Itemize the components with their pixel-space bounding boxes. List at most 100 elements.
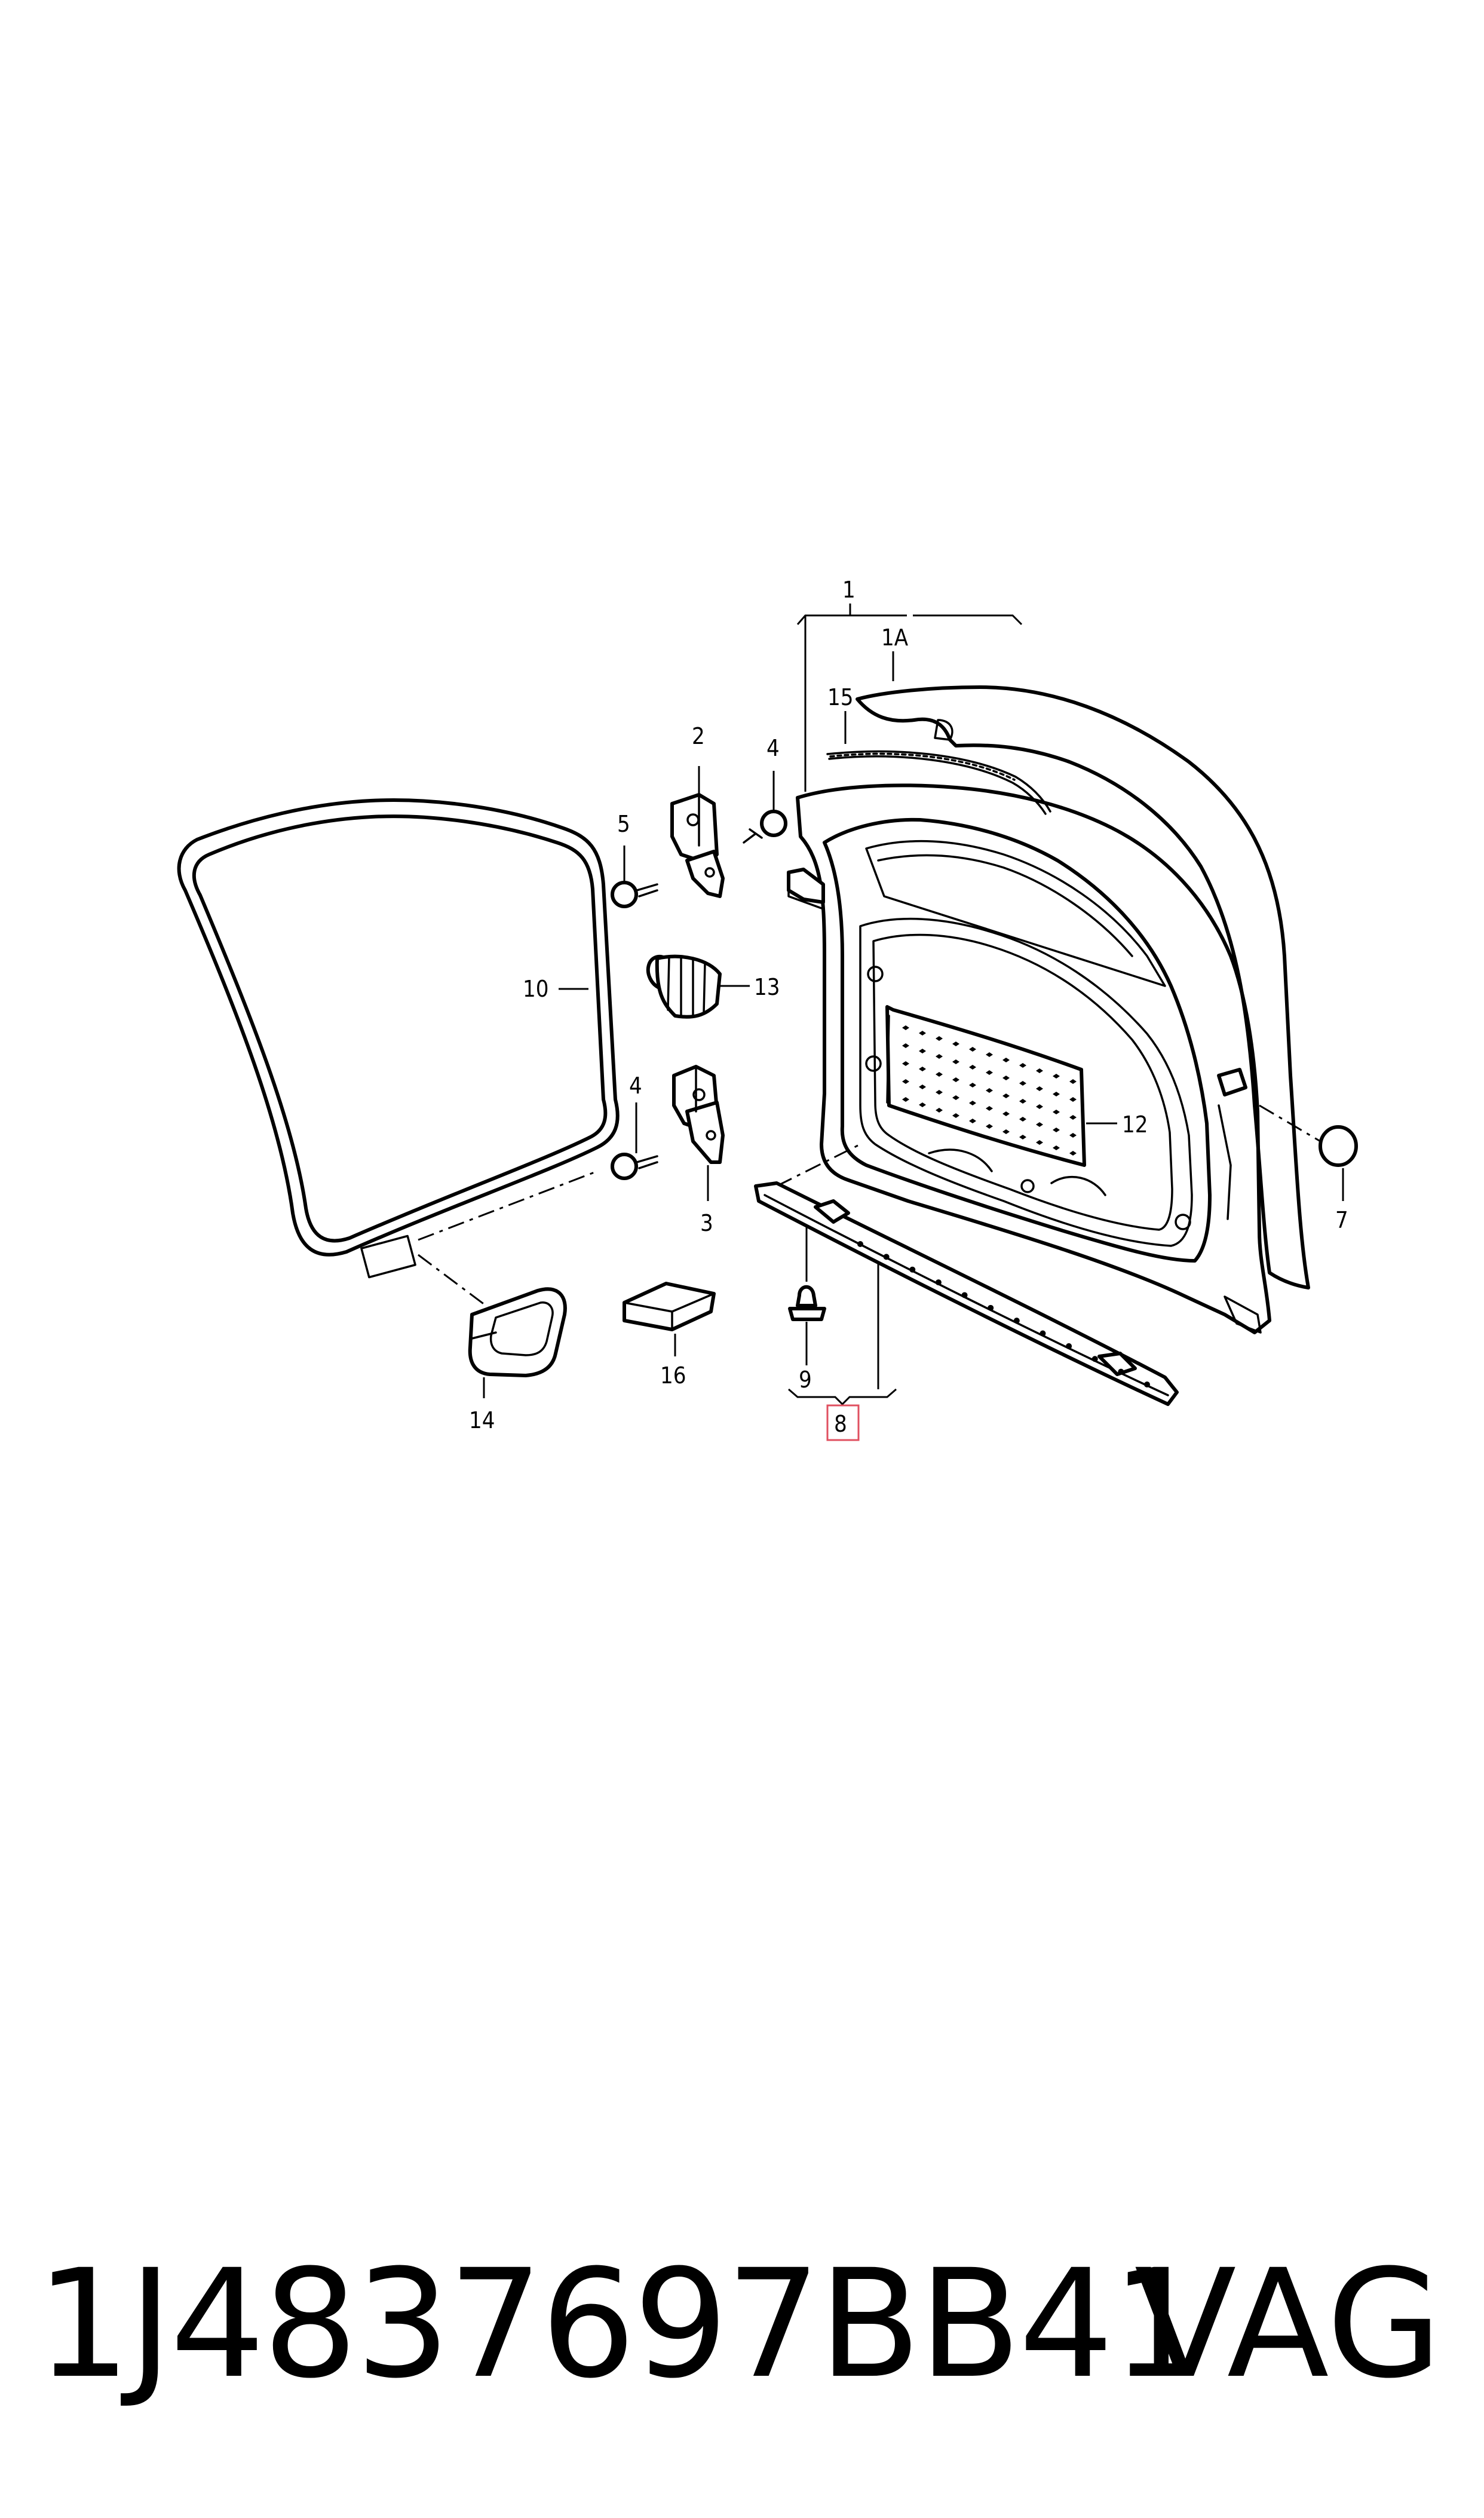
panel-dot (969, 1101, 976, 1105)
part-bolt-lower (611, 1153, 658, 1180)
sill-hole (909, 1266, 916, 1273)
sill-hole (935, 1279, 942, 1286)
panel-dot (1002, 1093, 1010, 1098)
bracket-8 (788, 1388, 897, 1406)
part-outer-skin (856, 685, 1310, 1289)
panel-dot (936, 1072, 943, 1077)
panel-dot (986, 1070, 993, 1075)
panel-dot (1002, 1111, 1010, 1116)
panel-dot (919, 1067, 926, 1071)
panel-dot (986, 1088, 993, 1093)
sill-hole (1091, 1356, 1098, 1362)
dash-line-7 (1259, 1104, 1321, 1142)
panel-dot (902, 1079, 909, 1084)
dash-line-8 (776, 1143, 861, 1187)
panel-dot (952, 1041, 959, 1046)
sill-hole (1118, 1368, 1124, 1375)
part-door-stop (646, 954, 722, 1019)
part-door-shell (787, 783, 1271, 1334)
sill-hole (857, 1241, 863, 1247)
callout-13: 13 (754, 974, 780, 1000)
panel-dot (1019, 1063, 1026, 1068)
panel-dot (986, 1106, 993, 1111)
callout-12: 12 (1122, 1111, 1148, 1138)
panel-dot (1069, 1079, 1077, 1084)
panel-dot (952, 1077, 959, 1082)
panel-dot (986, 1124, 993, 1129)
panel-dot (1036, 1140, 1043, 1145)
panel-dot (919, 1049, 926, 1053)
callout-5: 5 (617, 811, 630, 837)
callout-4b: 4 (629, 1073, 642, 1099)
part-clip (788, 1285, 826, 1321)
panel-dot (952, 1113, 959, 1118)
callout-2: 2 (692, 723, 705, 749)
part-cap (1319, 1125, 1358, 1167)
panel-dot (919, 1085, 926, 1089)
brand-name: VAG (1134, 2237, 1442, 2411)
sill-hole (961, 1292, 968, 1298)
callout-10: 10 (523, 976, 549, 1002)
callout-14: 14 (469, 1407, 495, 1433)
panel-dot (1053, 1074, 1060, 1079)
panel-dot (936, 1054, 943, 1059)
bracket-1 (796, 614, 1023, 626)
callout-7: 7 (1335, 1207, 1348, 1233)
panel-dot (902, 1025, 909, 1030)
panel-dot (936, 1090, 943, 1095)
panel-dot (1002, 1076, 1010, 1080)
panel-dot (986, 1052, 993, 1057)
part-bolt-5 (611, 881, 658, 908)
callout-3: 3 (700, 1210, 713, 1236)
sill-hole (1144, 1381, 1150, 1387)
panel-dot (1053, 1110, 1060, 1114)
part-number: 1J4837697BB41 (36, 2237, 1206, 2411)
panel-dot (1036, 1086, 1043, 1091)
panel-dot (902, 1097, 909, 1102)
part-window-strip (826, 750, 1051, 815)
seal-label-pad (360, 1235, 416, 1279)
callout-4a: 4 (766, 735, 780, 761)
panel-dot (1069, 1097, 1077, 1102)
sill-strip-holes (857, 1241, 1150, 1387)
panel-dot (919, 1031, 926, 1036)
panel-dot (902, 1061, 909, 1066)
callout-8: 8 (834, 1411, 847, 1437)
panel-dot (1053, 1145, 1060, 1150)
panel-dot (1036, 1104, 1043, 1109)
panel-dot (902, 1043, 909, 1048)
panel-dot (1036, 1122, 1043, 1127)
panel-dot (1053, 1128, 1060, 1132)
callout-9: 9 (799, 1367, 812, 1393)
panel-dot (919, 1102, 926, 1107)
footer: 1J4837697BB41 VAG (0, 2235, 1484, 2414)
sill-hole (883, 1254, 890, 1260)
panel-dot (936, 1108, 943, 1113)
insulation-panel-dots (902, 1025, 1077, 1156)
panel-dot (969, 1083, 976, 1088)
panel-dot (969, 1047, 976, 1052)
panel-dot (1069, 1115, 1077, 1120)
panel-dot (1002, 1129, 1010, 1134)
part-insulation-panel (885, 1005, 1086, 1167)
panel-dot (1019, 1117, 1026, 1122)
callout-16: 16 (660, 1362, 686, 1389)
panel-dot (1069, 1151, 1077, 1156)
part-foam-pad (623, 1282, 716, 1331)
panel-dot (1036, 1068, 1043, 1073)
callout-8-highlight (826, 1404, 860, 1441)
part-grommet (468, 1287, 567, 1377)
sill-hole (1040, 1330, 1046, 1337)
panel-dot (969, 1065, 976, 1070)
part-door-seal (177, 798, 620, 1257)
part-bolt-upper (743, 810, 787, 844)
dash-line-seal (418, 1170, 598, 1241)
panel-dot (969, 1119, 976, 1123)
panel-dot (1019, 1081, 1026, 1086)
part-upper-hinge (670, 793, 725, 898)
panel-dot (1019, 1135, 1026, 1139)
callout-1a: 1A (881, 624, 909, 651)
callout-15: 15 (827, 684, 854, 710)
part-lower-hinge (672, 1065, 725, 1164)
